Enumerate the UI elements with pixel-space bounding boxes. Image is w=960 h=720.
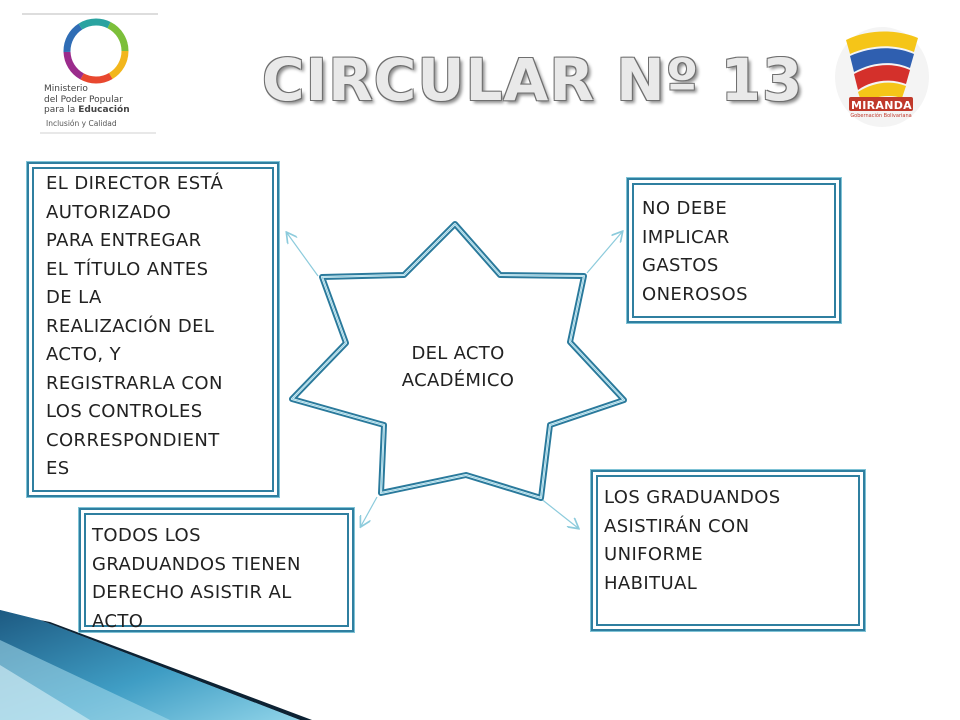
box-derecho-line: DERECHO ASISTIR AL xyxy=(92,582,292,603)
box-director-line: CORRESPONDIENT xyxy=(46,429,220,451)
miranda-logo-subtitle: Gobernación Bolivariana xyxy=(850,113,912,119)
box-director-line: REGISTRARLA CON xyxy=(46,372,223,394)
box-gastos-line: IMPLICAR xyxy=(642,226,730,248)
box-director-authorized: EL DIRECTOR ESTÁ AUTORIZADO PARA ENTREGA… xyxy=(27,162,279,497)
box-director-line: AUTORIZADO xyxy=(46,201,172,223)
box-gastos-line: NO DEBE xyxy=(642,198,728,219)
ministry-line-3-prefix: para la xyxy=(44,105,79,115)
box-director-line: DE LA xyxy=(46,287,102,308)
ministry-logo-text: Ministerio del Poder Popular para la Edu… xyxy=(44,84,130,116)
box-director-line: REALIZACIÓN DEL xyxy=(46,315,215,337)
box-derecho-line: TODOS LOS xyxy=(92,525,201,546)
box-gastos-line: GASTOS xyxy=(642,255,719,276)
ministry-logo-subtitle: Inclusión y Calidad xyxy=(46,119,117,128)
slide-title: CIRCULAR Nº 13 xyxy=(262,46,804,114)
box-uniform: LOS GRADUANDOS ASISTIRÁN CON UNIFORME HA… xyxy=(591,470,865,631)
ministry-line-3-bold: Educación xyxy=(78,105,130,115)
box-director-line: ACTO, Y xyxy=(46,344,121,365)
box-director-line: ES xyxy=(46,458,70,479)
box-uniforme-line: LOS GRADUANDOS xyxy=(604,487,781,508)
decorative-wedge xyxy=(0,610,312,720)
box-uniforme-line: UNIFORME xyxy=(604,544,704,565)
box-director-line: LOS CONTROLES xyxy=(46,401,203,422)
miranda-logo-name: MIRANDA xyxy=(851,99,912,112)
box-director-line: EL TÍTULO ANTES xyxy=(46,258,209,280)
arrow-to-director xyxy=(287,233,319,277)
box-graduates-right: TODOS LOS GRADUANDOS TIENEN DERECHO ASIS… xyxy=(79,508,354,632)
center-star xyxy=(289,221,627,501)
box-derecho-line: GRADUANDOS TIENEN xyxy=(92,553,301,575)
miranda-logo-icon xyxy=(835,27,929,127)
box-uniforme-line: ASISTIRÁN CON xyxy=(604,515,750,537)
box-derecho-line: ACTO xyxy=(92,610,144,632)
ministry-line-1: Ministerio xyxy=(44,84,88,94)
box-no-expenses: NO DEBE IMPLICAR GASTOS ONEROSOS xyxy=(627,178,841,323)
ministry-line-2: del Poder Popular xyxy=(44,94,123,105)
center-label-line-1: DEL ACTO xyxy=(411,343,505,364)
ministry-logo-icon xyxy=(63,18,129,84)
center-label-line-2: ACADÉMICO xyxy=(401,370,515,391)
center-label: DEL ACTO ACADÉMICO xyxy=(378,340,538,394)
arrow-to-gastos xyxy=(586,232,622,274)
box-gastos-line: ONEROSOS xyxy=(642,283,748,305)
box-uniforme-line: HABITUAL xyxy=(604,572,698,594)
box-director-line: PARA ENTREGAR xyxy=(46,230,202,251)
arrow-to-derecho xyxy=(361,496,378,526)
box-director-line: EL DIRECTOR ESTÁ xyxy=(46,173,224,194)
ministry-line-3: para la Educación xyxy=(44,105,130,116)
